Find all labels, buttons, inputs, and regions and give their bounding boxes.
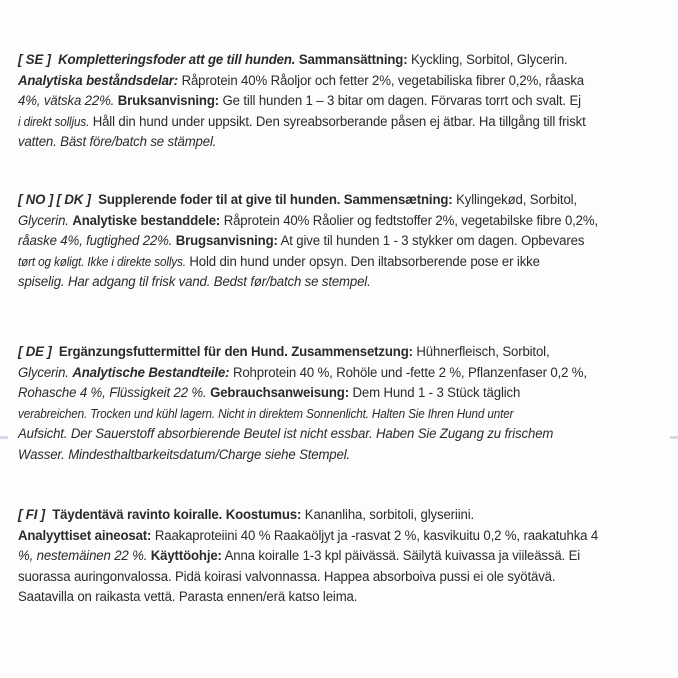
fi-intro: Täydentävä ravinto koiralle. xyxy=(52,507,223,523)
de-line-2: Glycerin. Analytische Bestandteile: Rohp… xyxy=(18,363,615,384)
de-composition-label: Zusammensetzung: xyxy=(291,344,413,360)
se-composition: Kyckling, Sorbitol, Glycerin. xyxy=(411,52,568,68)
de-usage-end: Wasser. Mindesthaltbarkeitsdatum/Charge … xyxy=(18,446,351,463)
de-analytical: Rohprotein 40 %, Rohöle und -fette 2 %, … xyxy=(232,364,587,381)
se-usage-cont: Håll din hund under uppsikt. Den syreabs… xyxy=(92,113,586,130)
de-line-5: Aufsicht. Der Sauerstoff absorbierende B… xyxy=(18,424,615,445)
no-line-2: Glycerin. Analytiske bestanddele: Råprot… xyxy=(18,211,615,232)
de-line-3: Rohasche 4 %, Flüssigkeit 22 %. Gebrauch… xyxy=(18,383,615,404)
de-line-1: [ DE ] Ergänzungsfuttermittel für den Hu… xyxy=(18,342,615,363)
fi-analytical-label: Analyyttiset aineosat: xyxy=(18,527,152,544)
de-composition: Hühnerfleisch, Sorbitol, xyxy=(416,344,550,360)
se-analytical-cont: 4%, vätska 22%. xyxy=(18,93,115,109)
no-line-4: tørt og køligt. Ikke i direkte sollys. H… xyxy=(18,252,615,273)
no-usage-end: spiselig. Har adgang til frisk vand. Bed… xyxy=(18,274,371,290)
section-no-dk: [ NO ] [ DK ] Supplerende foder til at g… xyxy=(18,190,615,293)
se-language-tag: [ SE ] xyxy=(18,52,51,68)
no-usage-label: Brugsanvisning: xyxy=(175,233,278,249)
de-usage: Dem Hund 1 - 3 Stück täglich xyxy=(352,385,521,401)
se-intro: Kompletteringsfoder att ge till hunden. xyxy=(58,52,296,68)
fi-usage: Anna koiralle 1-3 kpl päivässä. Säilytä … xyxy=(224,548,581,564)
no-composition-label: Sammensætning: xyxy=(343,192,453,208)
no-composition-cont: Glycerin. xyxy=(18,212,69,229)
fi-line-5: Saatavilla on raikasta vettä. Parasta en… xyxy=(18,587,615,608)
section-se: [ SE ] Kompletteringsfoder att ge till h… xyxy=(18,50,615,153)
fi-analytical-cont: %, nestemäinen 22 %. xyxy=(18,548,148,564)
de-language-tag: [ DE ] xyxy=(18,344,52,360)
de-line-4: verabreichen. Trocken und kühl lagern. N… xyxy=(18,404,615,425)
se-composition-label: Sammansättning: xyxy=(298,52,408,68)
de-analytical-label: Analytische Bestandteile: xyxy=(72,364,230,381)
se-usage: Ge till hunden 1 – 3 bitar om dagen. För… xyxy=(222,93,582,109)
fi-language-tag: [ FI ] xyxy=(18,507,46,523)
edge-mark-right xyxy=(670,436,678,439)
se-analytical: Råprotein 40% Råoljor och fetter 2%, veg… xyxy=(181,72,585,89)
fi-line-3: %, nestemäinen 22 %. Käyttöohje: Anna ko… xyxy=(18,546,615,567)
de-composition-cont: Glycerin. xyxy=(18,364,69,381)
fi-composition: Kananliha, sorbitoli, glyseriini. xyxy=(304,507,475,523)
se-usage-end: vatten. Bäst före/batch se stämpel. xyxy=(18,134,217,150)
se-usage-cont-small: i direkt solljus. xyxy=(18,114,90,129)
section-fi: [ FI ] Täydentävä ravinto koiralle. Koos… xyxy=(18,505,615,608)
no-analytical-label: Analytiske bestanddele: xyxy=(72,212,221,229)
no-analytical: Råprotein 40% Råolier og fedtstoffer 2%,… xyxy=(223,212,599,229)
no-usage-cont-small: tørt og køligt. Ikke i direkte sollys. xyxy=(18,254,186,269)
section-de: [ DE ] Ergänzungsfuttermittel für den Hu… xyxy=(18,342,615,465)
fi-line-2: Analyyttiset aineosat: Raakaproteiini 40… xyxy=(18,526,615,547)
de-usage-cont-small: verabreichen. Trocken und kühl lagern. N… xyxy=(18,406,514,421)
fi-composition-label: Koostumus: xyxy=(225,507,302,523)
se-line-1: [ SE ] Kompletteringsfoder att ge till h… xyxy=(18,50,615,71)
se-line-2: Analytiska beståndsdelar: Råprotein 40% … xyxy=(18,71,615,92)
no-analytical-cont: råaske 4%, fugtighed 22%. xyxy=(18,233,173,249)
de-analytical-cont: Rohasche 4 %, Flüssigkeit 22 %. xyxy=(18,385,207,401)
fi-usage-end: Saatavilla on raikasta vettä. Parasta en… xyxy=(18,589,358,605)
edge-mark-left xyxy=(0,436,8,439)
no-line-3: råaske 4%, fugtighed 22%. Brugsanvisning… xyxy=(18,231,615,252)
fi-analytical: Raakaproteiini 40 % Raakaöljyt ja -rasva… xyxy=(154,527,599,544)
fi-usage-label: Käyttöohje: xyxy=(150,548,222,564)
se-line-4: i direkt solljus. Håll din hund under up… xyxy=(18,112,615,133)
no-language-tag: [ NO ] [ DK ] xyxy=(18,192,91,208)
de-line-6: Wasser. Mindesthaltbarkeitsdatum/Charge … xyxy=(18,445,615,466)
no-line-5: spiselig. Har adgang til frisk vand. Bed… xyxy=(18,272,615,293)
de-usage-cont: Aufsicht. Der Sauerstoff absorbierende B… xyxy=(18,426,554,442)
se-analytical-label: Analytiska beståndsdelar: xyxy=(18,72,179,89)
se-line-3: 4%, vätska 22%. Bruksanvisning: Ge till … xyxy=(18,91,615,112)
no-usage-cont: Hold din hund under opsyn. Den iltabsorb… xyxy=(189,253,540,270)
fi-line-4: suorassa auringonvalossa. Pidä koirasi v… xyxy=(18,567,615,588)
no-usage: At give til hunden 1 - 3 stykker om dage… xyxy=(280,233,585,249)
no-line-1: [ NO ] [ DK ] Supplerende foder til at g… xyxy=(18,190,615,211)
de-usage-label: Gebrauchsanweisung: xyxy=(210,385,349,401)
fi-usage-cont: Pidä koirasi valvonnassa. Happea absorbo… xyxy=(175,568,556,585)
fi-usage-cont-small: suorassa auringonvalossa. xyxy=(18,568,172,585)
se-usage-label: Bruksanvisning: xyxy=(117,93,220,109)
de-intro: Ergänzungsfuttermittel für den Hund. xyxy=(58,344,288,360)
se-line-5: vatten. Bäst före/batch se stämpel. xyxy=(18,132,615,153)
no-intro: Supplerende foder til at give til hunden… xyxy=(98,192,341,208)
no-composition: Kyllingekød, Sorbitol, xyxy=(456,192,577,208)
fi-line-1: [ FI ] Täydentävä ravinto koiralle. Koos… xyxy=(18,505,615,526)
